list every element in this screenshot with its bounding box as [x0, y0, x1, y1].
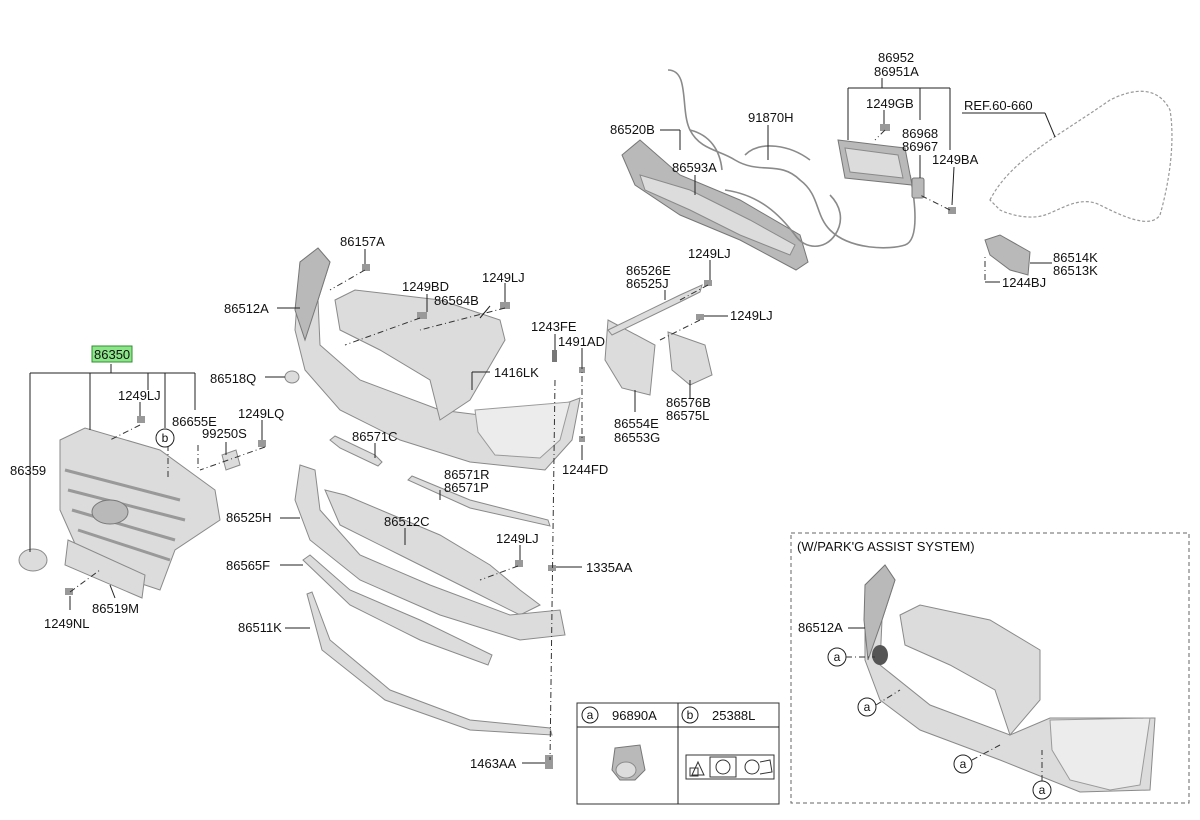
legend-table: a 96890A b 25388L	[576, 702, 780, 805]
svg-text:b: b	[687, 708, 694, 722]
lower-bumper-lip	[294, 464, 566, 641]
svg-text:a: a	[864, 700, 871, 714]
svg-text:a: a	[587, 708, 594, 722]
label-86526e[interactable]: 86526E	[626, 263, 671, 278]
lower-grille	[324, 489, 541, 616]
label-86525h[interactable]: 86525H	[226, 510, 272, 525]
camera-bracket	[221, 449, 241, 471]
emblem	[18, 548, 48, 572]
lower-trim-strip	[306, 591, 553, 736]
label-1491ad[interactable]: 1491AD	[558, 334, 605, 349]
label-1249bd[interactable]: 1249BD	[402, 279, 449, 294]
legend-a-part-number[interactable]: 96890A	[612, 708, 657, 723]
label-99250s[interactable]: 99250S	[202, 426, 247, 441]
parking-assist-unit	[837, 139, 925, 199]
label-1244fd[interactable]: 1244FD	[562, 462, 608, 477]
upper-trim-strips	[329, 435, 551, 527]
fender-outline	[989, 90, 1173, 222]
legend-a-marker: a	[581, 706, 599, 724]
label-86554e[interactable]: 86554E	[614, 416, 659, 431]
label-86571p[interactable]: 86571P	[444, 480, 489, 495]
label-1249lj-grille[interactable]: 1249LJ	[118, 388, 161, 403]
inset-bumper	[863, 564, 1156, 793]
assembly-lines	[69, 129, 986, 761]
label-1249lj-right-upper[interactable]: 1249LJ	[688, 246, 731, 261]
fasteners	[65, 124, 956, 769]
parking-sensor-image	[611, 744, 646, 781]
label-86157a[interactable]: 86157A	[340, 234, 385, 249]
label-86512a-inset[interactable]: 86512A	[798, 620, 843, 635]
front-grille	[59, 427, 221, 591]
label-91870h[interactable]: 91870H	[748, 110, 794, 125]
label-1463aa[interactable]: 1463AA	[470, 756, 517, 771]
side-marker	[284, 370, 300, 384]
wiring-harness	[667, 69, 916, 249]
label-86513k[interactable]: 86513K	[1053, 263, 1098, 278]
callout-b-grille[interactable]: b	[155, 428, 175, 448]
label-86512a[interactable]: 86512A	[224, 301, 269, 316]
label-86553g[interactable]: 86553G	[614, 430, 660, 445]
label-1249nl[interactable]: 1249NL	[44, 616, 90, 631]
label-86571c[interactable]: 86571C	[352, 429, 398, 444]
inset-callout-a-2[interactable]: a	[857, 697, 877, 717]
leader-lines	[29, 78, 1056, 764]
label-86967[interactable]: 86967	[902, 139, 938, 154]
label-1243fe[interactable]: 1243FE	[531, 319, 577, 334]
label-86350[interactable]: 86350	[94, 347, 130, 362]
label-1249lq[interactable]: 1249LQ	[238, 406, 284, 421]
highlight-86350	[91, 345, 133, 363]
side-brackets	[604, 284, 713, 396]
warning-label-image	[685, 754, 775, 780]
label-86593a[interactable]: 86593A	[672, 160, 717, 175]
legend-b-part-number[interactable]: 25388L	[712, 708, 755, 723]
label-86952[interactable]: 86952	[878, 50, 914, 65]
label-1249gb[interactable]: 1249GB	[866, 96, 914, 111]
label-86951a[interactable]: 86951A	[874, 64, 919, 79]
label-ref-60-660[interactable]: REF.60-660	[964, 98, 1033, 113]
back-beam-assembly	[621, 139, 809, 271]
label-1244bj[interactable]: 1244BJ	[1002, 275, 1046, 290]
label-86564b[interactable]: 86564B	[434, 293, 479, 308]
label-1249ba[interactable]: 1249BA	[932, 152, 979, 167]
label-1335aa[interactable]: 1335AA	[586, 560, 633, 575]
label-86519m[interactable]: 86519M	[92, 601, 139, 616]
label-86576b[interactable]: 86576B	[666, 395, 711, 410]
inset-callout-a-4[interactable]: a	[1032, 780, 1052, 800]
inset-title: (W/PARK'G ASSIST SYSTEM)	[797, 539, 975, 554]
inset-callout-a-3[interactable]: a	[953, 754, 973, 774]
bumper-cover	[294, 247, 581, 471]
label-86518q[interactable]: 86518Q	[210, 371, 256, 386]
callout-b-text: b	[162, 431, 169, 445]
label-1249lj-right[interactable]: 1249LJ	[730, 308, 773, 323]
label-86968[interactable]: 86968	[902, 126, 938, 141]
label-86359[interactable]: 86359	[10, 463, 46, 478]
label-86525j[interactable]: 86525J	[626, 276, 669, 291]
label-1416lk[interactable]: 1416LK	[494, 365, 539, 380]
part-labels: 86952 86951A 1249GB 86968 86967 1249BA R…	[10, 50, 1098, 771]
svg-text:a: a	[960, 757, 967, 771]
label-86514k[interactable]: 86514K	[1053, 250, 1098, 265]
inset-callout-a-1[interactable]: a	[827, 647, 847, 667]
label-86520b[interactable]: 86520B	[610, 122, 655, 137]
label-86571r[interactable]: 86571R	[444, 467, 490, 482]
legend-b-marker: b	[681, 706, 699, 724]
label-86565f[interactable]: 86565F	[226, 558, 270, 573]
svg-text:a: a	[1039, 783, 1046, 797]
label-86575l[interactable]: 86575L	[666, 408, 709, 423]
label-1249lj-top[interactable]: 1249LJ	[482, 270, 525, 285]
license-plate-bracket	[64, 539, 146, 599]
svg-text:a: a	[834, 650, 841, 664]
label-86655e[interactable]: 86655E	[172, 414, 217, 429]
label-86511k[interactable]: 86511K	[238, 620, 282, 635]
skid-plate	[302, 554, 493, 666]
fender-bracket	[984, 234, 1031, 276]
parking-assist-inset: (W/PARK'G ASSIST SYSTEM) 86512A a a a a	[790, 532, 1190, 804]
label-86512c[interactable]: 86512C	[384, 514, 430, 529]
label-1249lj-lower[interactable]: 1249LJ	[496, 531, 539, 546]
